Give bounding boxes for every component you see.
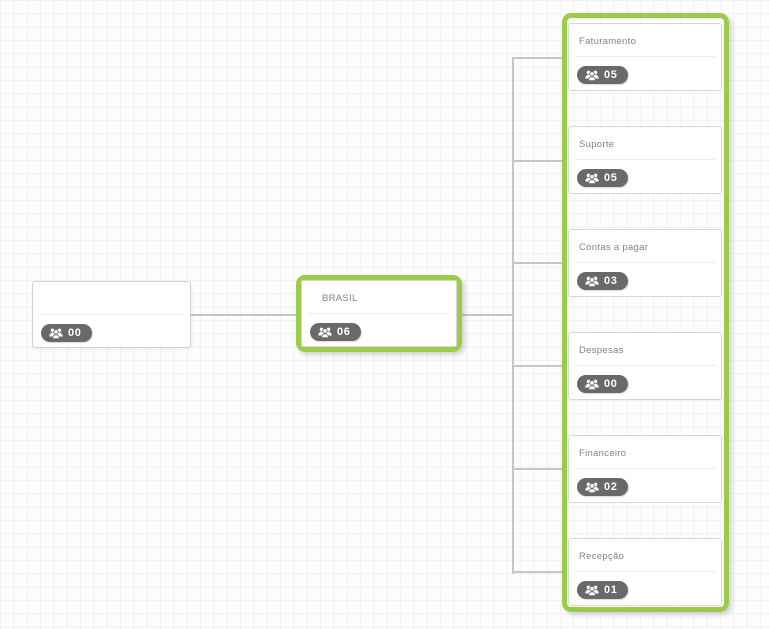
- member-count: 02: [604, 481, 618, 493]
- users-icon: [585, 276, 599, 287]
- member-count-badge[interactable]: 03: [577, 272, 629, 290]
- connector-branch-contas-a-pagar: [512, 262, 562, 264]
- member-count-badge[interactable]: 05: [577, 66, 629, 84]
- member-count: 03: [604, 275, 618, 287]
- node-root[interactable]: 00: [32, 281, 191, 348]
- node-financeiro[interactable]: Financeiro 02: [568, 435, 722, 503]
- member-count: 05: [604, 69, 618, 81]
- node-title: BRASIL: [322, 293, 358, 304]
- node-title: Contas a pagar: [579, 242, 649, 253]
- member-count: 00: [68, 327, 82, 339]
- member-count: 00: [604, 378, 618, 390]
- node-brasil[interactable]: BRASIL 06: [301, 280, 457, 347]
- connector-branch-financeiro: [512, 468, 562, 470]
- member-count-badge[interactable]: 00: [577, 375, 629, 393]
- node-despesas[interactable]: Despesas 00: [568, 332, 722, 400]
- users-icon: [585, 585, 599, 596]
- users-icon: [585, 379, 599, 390]
- member-count: 05: [604, 172, 618, 184]
- node-faturamento[interactable]: Faturamento 05: [568, 23, 722, 91]
- connector-parent-to-trunk: [462, 314, 513, 316]
- selection-highlight-children: Faturamento 05 Suporte: [562, 13, 729, 612]
- node-title: Faturamento: [579, 36, 637, 47]
- connector-branch-despesas: [512, 365, 562, 367]
- member-count-badge[interactable]: 05: [577, 169, 629, 187]
- node-suporte[interactable]: Suporte 05: [568, 126, 722, 194]
- member-count: 06: [337, 326, 351, 338]
- node-divider: [575, 571, 715, 572]
- node-divider: [39, 314, 184, 315]
- member-count-badge[interactable]: 06: [310, 323, 362, 341]
- connector-root-to-parent: [189, 314, 296, 316]
- node-title: Despesas: [579, 345, 624, 356]
- users-icon: [49, 328, 63, 339]
- node-recepcao[interactable]: Recepção 01: [568, 538, 722, 606]
- node-divider: [575, 56, 715, 57]
- connector-branch-suporte: [512, 160, 562, 162]
- selection-highlight-brasil: BRASIL 06: [296, 275, 462, 352]
- node-divider: [575, 262, 715, 263]
- users-icon: [585, 70, 599, 81]
- users-icon: [585, 482, 599, 493]
- member-count-badge[interactable]: 02: [577, 478, 629, 496]
- connector-branch-recepcao: [512, 571, 562, 573]
- users-icon: [318, 327, 332, 338]
- member-count: 01: [604, 584, 618, 596]
- node-title: Suporte: [579, 139, 615, 150]
- member-count-badge[interactable]: 01: [577, 581, 629, 599]
- connector-branch-faturamento: [512, 57, 562, 59]
- node-divider: [575, 365, 715, 366]
- node-divider: [575, 159, 715, 160]
- users-icon: [585, 173, 599, 184]
- node-divider: [575, 468, 715, 469]
- node-title: Financeiro: [579, 448, 627, 459]
- node-title: Recepção: [579, 551, 625, 562]
- connector-trunk: [512, 57, 514, 574]
- node-divider: [308, 313, 450, 314]
- member-count-badge[interactable]: 00: [41, 324, 93, 342]
- node-contas-a-pagar[interactable]: Contas a pagar 03: [568, 229, 722, 297]
